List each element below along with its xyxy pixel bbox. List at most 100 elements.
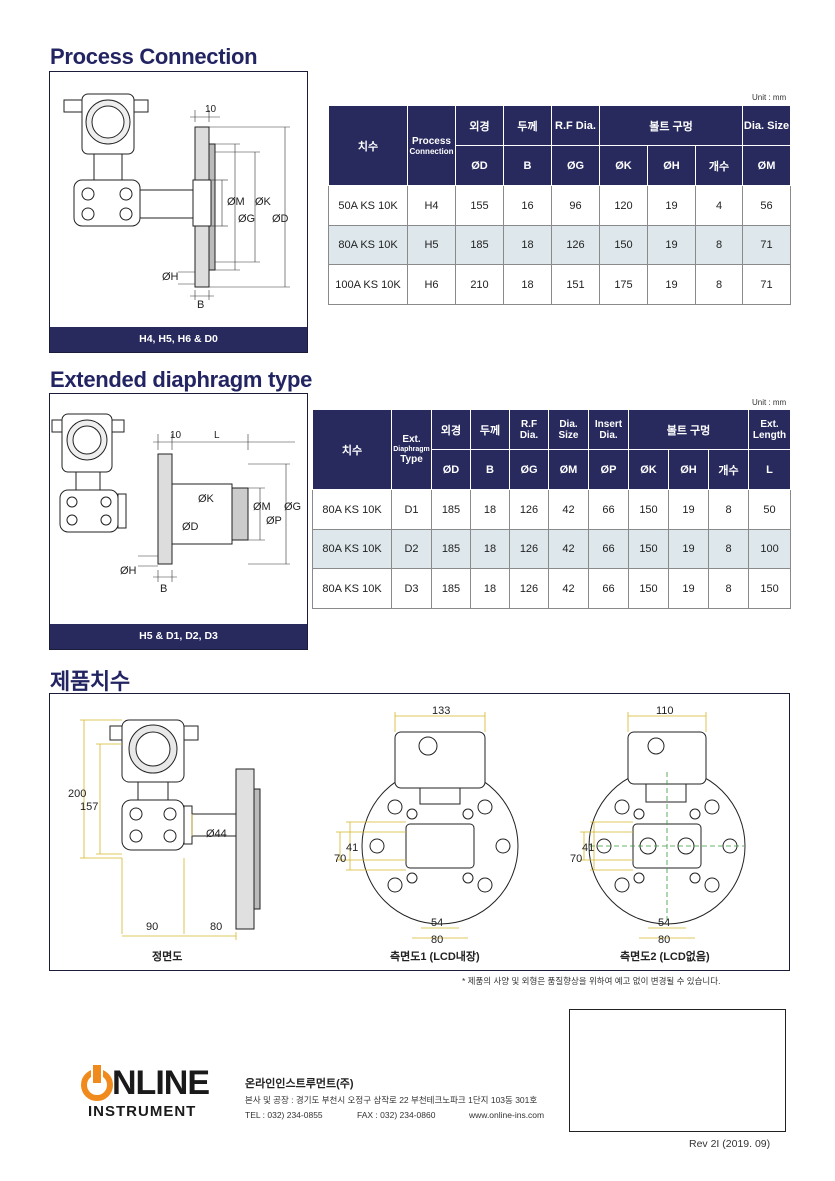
table-row: 100A KS 10K H6 210 18 151 175 19 8 71	[328, 264, 792, 305]
header-rf1: R.F	[520, 418, 538, 430]
header-thickness: 두께	[470, 409, 510, 450]
table-cell: 71	[742, 225, 792, 265]
table-cell: 126	[509, 568, 549, 609]
table-cell: 126	[509, 489, 549, 530]
table-cell: 66	[588, 568, 629, 609]
header-rf-dia: R.F Dia.	[551, 105, 600, 146]
company-fax: FAX : 032) 234-0860	[357, 1110, 436, 1120]
dim-label: ØM	[253, 501, 271, 513]
table-cell: 50	[748, 489, 792, 530]
logo-power-icon	[81, 1064, 113, 1101]
dim-label: 80	[210, 921, 222, 933]
table-cell: 18	[470, 529, 510, 569]
table-cell: 80A KS 10K	[312, 529, 392, 569]
table-cell: 80A KS 10K	[312, 489, 392, 530]
table-cell: 18	[503, 225, 552, 265]
table-cell: 18	[470, 568, 510, 609]
dim-label: ØP	[266, 515, 282, 527]
logo-text-top: NLINE	[112, 1064, 210, 1102]
header-ext1: Ext.	[760, 418, 779, 430]
figure-caption: H5 & D1, D2, D3	[50, 624, 307, 649]
dim-label: 54	[658, 917, 670, 929]
table-cell: 4	[694, 185, 744, 226]
table-cell: 185	[431, 489, 471, 530]
dim-label: ØD	[272, 213, 289, 225]
header-ext-diaphragm-type: Ext. Diaphragm Type	[391, 409, 432, 490]
header-type: Type	[400, 454, 423, 465]
view-label: 정면도	[152, 949, 182, 963]
table-cell: 71	[742, 264, 792, 305]
unit-label: Unit : mm	[752, 398, 787, 407]
dim-label: L	[214, 430, 220, 441]
table-cell: 18	[503, 264, 552, 305]
table-cell: 19	[647, 225, 696, 265]
header-ext2: Length	[752, 429, 787, 441]
table-cell: 8	[707, 489, 750, 530]
table-cell: 66	[588, 529, 629, 569]
company-tel: TEL : 032) 234-0855	[245, 1110, 323, 1120]
header-ext-length: Ext. Length	[748, 409, 792, 450]
table-cell: 100A KS 10K	[328, 264, 408, 305]
table-cell: 185	[431, 568, 471, 609]
dim-label: ØD	[182, 521, 199, 533]
table-row: 80A KS 10K H5 185 18 126 150 19 8 71	[328, 225, 792, 265]
header-rf-dia: R.F Dia.	[509, 409, 549, 450]
table-cell: H5	[407, 225, 456, 265]
dim-label: 41	[346, 842, 358, 854]
dim-label: ØK	[255, 196, 272, 208]
extended-diaphragm-table: 치수 Ext. Diaphragm Type 외경 두께 R.F Dia. Di…	[312, 409, 792, 609]
header-oh: ØH	[668, 449, 709, 490]
table-cell: 56	[742, 185, 792, 226]
table-cell: 210	[455, 264, 504, 305]
header-insert2: Dia.	[599, 429, 618, 441]
header-od: ØD	[455, 145, 504, 186]
company-name: 온라인인스트루먼트(주)	[245, 1078, 354, 1090]
table-cell: D1	[391, 489, 432, 530]
header-diaphragm: Diaphragm	[393, 446, 430, 453]
header-dia-size: Dia. Size	[548, 409, 589, 450]
dim-label: Ø44	[206, 828, 227, 840]
header-bolt-hole: 볼트 구멍	[627, 409, 750, 450]
dim-label: B	[197, 299, 204, 311]
header-insert1: Insert	[594, 418, 623, 430]
dim-label: 157	[80, 801, 98, 813]
header-thickness: 두께	[503, 105, 552, 146]
table-cell: 42	[548, 529, 589, 569]
company-address: 본사 및 공장 : 경기도 부천시 오정구 삼작로 22 부천테크노파크 1단지…	[245, 1095, 538, 1105]
dim-label: 10	[170, 430, 182, 441]
unit-label: Unit : mm	[752, 93, 787, 102]
table-cell: 150	[599, 225, 648, 265]
header-og: ØG	[551, 145, 600, 186]
dim-label: 90	[146, 921, 158, 933]
dim-label: 70	[334, 853, 346, 865]
extended-diaphragm-drawing: 10 L ØK ØM ØG ØP ØD ØH B	[51, 413, 301, 595]
header-od: ØD	[431, 449, 471, 490]
header-ok: ØK	[599, 145, 648, 186]
process-connection-drawing: 10 ØM ØK ØG ØD ØH B	[63, 93, 290, 311]
view-label: 측면도2 (LCD없음)	[620, 949, 710, 963]
table-cell: 8	[707, 568, 750, 609]
dim-label: ØG	[284, 501, 301, 513]
spec-change-note: * 제품의 사양 및 외형은 품질향상을 위하여 예고 없이 변경될 수 있습니…	[462, 976, 721, 986]
header-size: 치수	[328, 105, 408, 186]
dim-label: 41	[582, 842, 594, 854]
table-cell: 185	[455, 225, 504, 265]
dim-label: ØH	[162, 271, 179, 283]
header-og: ØG	[509, 449, 549, 490]
table-cell: 19	[668, 489, 709, 530]
table-cell: 80A KS 10K	[328, 225, 408, 265]
table-cell: 96	[551, 185, 600, 226]
header-om: ØM	[548, 449, 589, 490]
dim-label: 200	[68, 788, 86, 800]
view-label: 측면도1 (LCD내장)	[390, 949, 480, 963]
table-cell: 42	[548, 489, 589, 530]
figure-caption: H4, H5, H6 & D0	[50, 327, 307, 352]
table-row: 50A KS 10K H4 155 16 96 120 19 4 56	[328, 185, 792, 226]
product-dimensions-drawing: 200 157 Ø44 90 80 정면도 133 41 70 5	[68, 705, 746, 963]
dim-label: 54	[431, 917, 443, 929]
dim-label: 133	[432, 705, 450, 717]
table-cell: 42	[548, 568, 589, 609]
table-row: 80A KS 10K D2 185 18 126 42 66 150 19 8 …	[312, 529, 792, 569]
table-cell: 8	[707, 529, 750, 569]
figure-process-connection: 10 ØM ØK ØG ØD ØH B H4, H5, H6 & D0	[49, 71, 308, 353]
